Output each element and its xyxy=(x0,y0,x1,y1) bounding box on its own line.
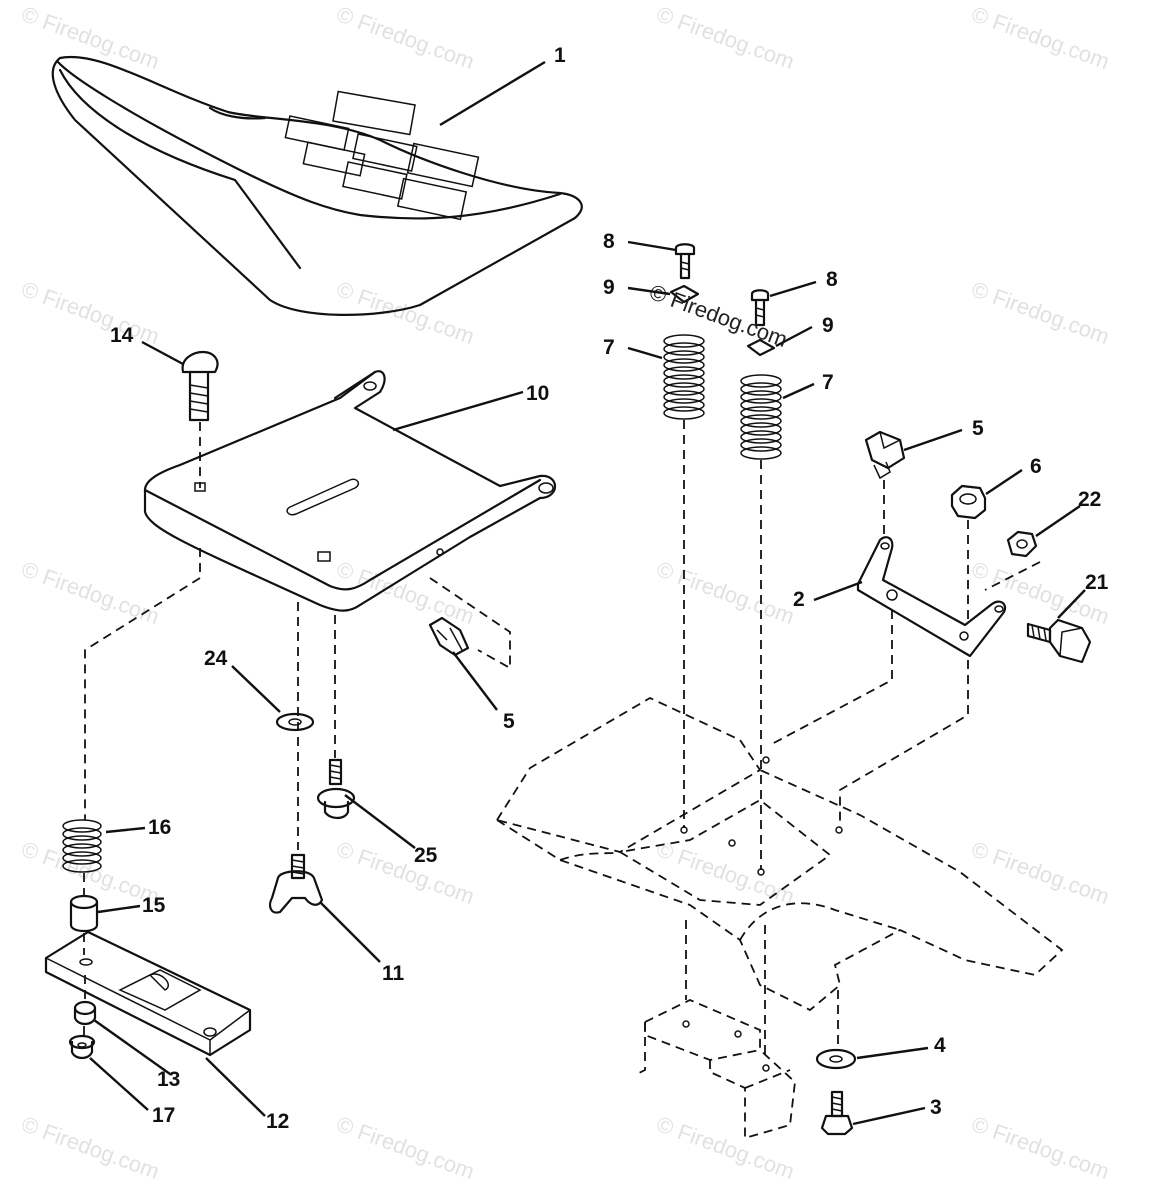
hex-nut xyxy=(950,484,987,520)
frame-outline xyxy=(634,920,796,1140)
flange-nut xyxy=(68,1034,96,1060)
callout-3: 3 xyxy=(930,1096,942,1119)
callout-8: 8 xyxy=(826,268,838,291)
callout-9: 9 xyxy=(822,314,834,337)
watermark: © Firedog.com xyxy=(968,276,1112,349)
spacer xyxy=(69,894,99,933)
callout-7: 7 xyxy=(603,336,615,359)
wing-knob xyxy=(269,853,324,914)
right-assembly-lines xyxy=(769,480,1041,828)
callout-10: 10 xyxy=(526,382,549,405)
watermark: © Firedog.com xyxy=(333,1111,477,1184)
fender-outline xyxy=(495,696,1064,1012)
callout-11: 11 xyxy=(382,962,405,985)
mounting-bracket xyxy=(856,536,1007,658)
carriage-bolt xyxy=(181,350,219,488)
watermark-layer: © Firedog.com © Firedog.com © Firedog.co… xyxy=(18,1,1112,1184)
lock-nut xyxy=(73,1000,97,1026)
callout-25: 25 xyxy=(414,844,438,867)
watermark: © Firedog.com xyxy=(653,556,797,629)
flat-washer-large xyxy=(815,990,857,1070)
watermark: © Firedog.com xyxy=(968,1111,1112,1184)
callout-2: 2 xyxy=(793,588,805,611)
watermark: © Firedog.com xyxy=(333,1,477,74)
inline-watermark: © Firedog.com xyxy=(646,279,790,352)
callout-15: 15 xyxy=(142,894,166,917)
watermark: © Firedog.com xyxy=(18,556,162,629)
watermark: © Firedog.com xyxy=(333,276,477,349)
flat-washer xyxy=(275,712,315,732)
left-assembly-lines xyxy=(83,548,336,1036)
watermark: © Firedog.com xyxy=(18,1111,162,1184)
watermark: © Firedog.com xyxy=(18,1,162,74)
watermark: © Firedog.com xyxy=(968,836,1112,909)
callout-22: 22 xyxy=(1078,488,1101,511)
callout-7: 7 xyxy=(822,371,834,394)
hex-bolt-small xyxy=(820,1090,854,1136)
watermark: © Firedog.com xyxy=(333,556,477,629)
hex-nut-small xyxy=(1006,530,1038,558)
callout-5: 5 xyxy=(503,710,515,733)
watermark: © Firedog.com xyxy=(653,1,797,74)
watermark: © Firedog.com xyxy=(18,276,162,349)
hex-bolt xyxy=(1026,618,1092,664)
watermark: © Firedog.com xyxy=(653,836,797,909)
bracket-clip xyxy=(864,430,906,480)
watermark: © Firedog.com xyxy=(333,836,477,909)
callout-9: 9 xyxy=(603,276,615,299)
callout-1: 1 xyxy=(554,44,566,67)
spring-stack-right xyxy=(740,289,782,870)
watermark: © Firedog.com xyxy=(968,1,1112,74)
compression-spring xyxy=(62,819,102,873)
seat-cushion xyxy=(51,55,583,316)
seat-clip xyxy=(428,577,511,670)
callout-16: 16 xyxy=(148,816,171,839)
callout-labels: 1 14 10 24 5 25 16 15 11 13 17 12 8 9 7 … xyxy=(110,44,1109,1133)
callout-8: 8 xyxy=(603,230,615,253)
adjuster-plate xyxy=(44,930,252,1057)
seat-pan xyxy=(143,370,556,612)
callout-13: 13 xyxy=(157,1068,180,1091)
leader-lines xyxy=(89,60,1086,1126)
shoulder-bolt xyxy=(316,758,356,820)
callout-24: 24 xyxy=(204,647,228,670)
callout-14: 14 xyxy=(110,324,134,347)
callout-5: 5 xyxy=(972,417,984,440)
callout-4: 4 xyxy=(934,1034,946,1057)
callout-17: 17 xyxy=(152,1104,175,1127)
spring-stack-left xyxy=(663,243,705,828)
callout-12: 12 xyxy=(266,1110,289,1133)
watermark: © Firedog.com xyxy=(653,1111,797,1184)
callout-6: 6 xyxy=(1030,455,1042,478)
callout-21: 21 xyxy=(1085,571,1109,594)
